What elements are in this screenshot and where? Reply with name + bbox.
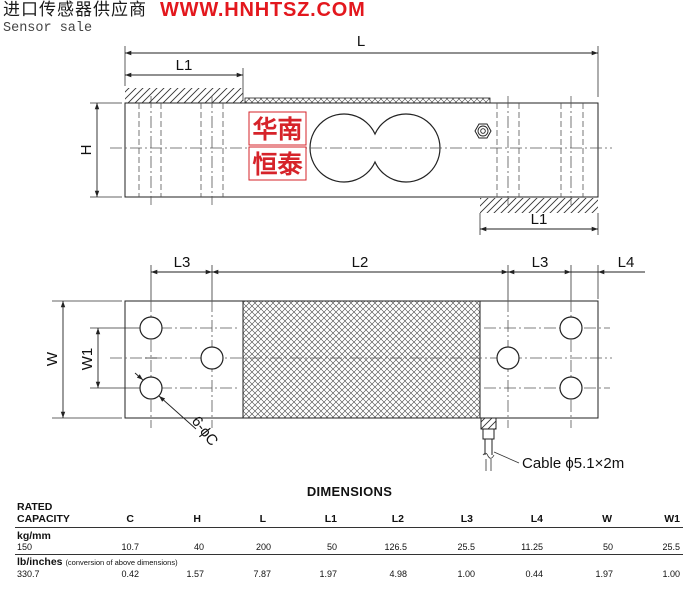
table-rule <box>15 527 683 528</box>
gland-body <box>482 428 495 440</box>
table-header-l4: L4 <box>530 513 543 525</box>
mounting-hole <box>559 316 583 340</box>
cable-break <box>482 452 495 459</box>
side-view: 华南 恒泰 L L1 H L1 <box>78 33 612 235</box>
hidden-hole-lines <box>138 96 584 205</box>
dimension-l1-top: L1 <box>125 57 244 101</box>
table-cell: 7.87 <box>253 569 271 579</box>
table-cell-capacity: 150 <box>17 542 33 552</box>
dimension-chain-top: L3 L2 L3 L4 <box>150 254 645 300</box>
table-cell: 50 <box>326 542 337 552</box>
cable-label: Cable ϕ5.1×2m <box>522 455 624 472</box>
table-header-l: L <box>259 513 266 525</box>
gauge-cover-strip <box>244 97 491 104</box>
capacity-header-line2: CAPACITY <box>17 513 70 525</box>
dim-label-l3-left: L3 <box>174 254 191 271</box>
load-cell-drawing: 华南 恒泰 L L1 H L1 <box>44 33 645 472</box>
unit-label-imperial: lb/inches (conversion of above dimension… <box>17 557 178 568</box>
dimensions-title: DIMENSIONS <box>306 484 393 499</box>
table-cell: 1.00 <box>457 569 475 579</box>
hole-callout-label: 6-ϕC <box>188 413 222 449</box>
table-cell: 25.5 <box>457 542 475 552</box>
stamp-text-bottom: 恒泰 <box>252 150 303 179</box>
dimension-w: W <box>44 300 122 419</box>
table-cell: 10.7 <box>121 542 139 552</box>
cable-nut-side <box>474 123 492 139</box>
table-header-l1: L1 <box>324 513 337 525</box>
table-cell: 40 <box>193 542 204 552</box>
supplier-title: 进口传感器供应商 <box>3 0 147 20</box>
table-cell: 11.25 <box>521 542 543 552</box>
table-header-c: C <box>126 513 134 525</box>
table-header-w: W <box>602 513 612 525</box>
nut-core <box>480 128 486 134</box>
table-header-l2: L2 <box>391 513 404 525</box>
table-cell: 126.5 <box>384 542 407 552</box>
dimension-l: L <box>124 33 599 97</box>
cable-leader <box>493 451 520 464</box>
table-rule <box>15 554 683 555</box>
table-cell: 25.5 <box>662 542 680 552</box>
table-cell: 1.97 <box>595 569 613 579</box>
conversion-note: (conversion of above dimensions) <box>65 558 178 567</box>
dim-label-l2: L2 <box>352 254 369 271</box>
mounting-hole <box>496 346 520 370</box>
cable <box>484 439 493 455</box>
dim-label-l4: L4 <box>618 254 635 271</box>
table-header-l3: L3 <box>460 513 473 525</box>
table-cell-capacity: 330.7 <box>17 569 40 579</box>
table-cell: 200 <box>255 542 271 552</box>
unit-label-metric: kg/mm <box>17 530 51 542</box>
table-cell: 0.42 <box>121 569 139 579</box>
mounting-hole <box>200 346 224 370</box>
stamp-text-top: 华南 <box>252 115 302 144</box>
gland-nut <box>480 417 497 430</box>
top-support-hatch <box>125 88 243 103</box>
mounting-holes <box>139 316 583 400</box>
tagline: Sensor sale <box>3 21 93 36</box>
load-cell-body-side <box>124 102 599 198</box>
table-header-h: H <box>193 513 201 525</box>
table-cell: 0.44 <box>525 569 543 579</box>
website-url: WWW.HNHTSZ.COM <box>160 0 366 21</box>
dim-label-l3-right: L3 <box>532 254 549 271</box>
stamp-box-top <box>248 111 307 146</box>
dim-label-w1: W1 <box>79 348 96 371</box>
capacity-header-line1: RATED <box>17 501 53 513</box>
cable-end <box>485 459 492 471</box>
cable-gland: Cable ϕ5.1×2m <box>480 417 624 472</box>
dimension-h: H <box>78 102 122 198</box>
stamp-box-bottom <box>248 146 307 181</box>
table-cell: 4.98 <box>389 569 407 579</box>
table-cell: 50 <box>602 542 613 552</box>
top-view: L3 L2 L3 L4 W W1 6-ϕC <box>44 254 645 472</box>
table-cell: 1.00 <box>662 569 680 579</box>
dim-label-l1-top: L1 <box>176 57 193 74</box>
table-cell: 1.57 <box>186 569 204 579</box>
mounting-hole <box>559 376 583 400</box>
mounting-hole <box>139 316 163 340</box>
watermark-stamp: 华南 恒泰 <box>248 111 307 181</box>
dim-label-h: H <box>78 145 95 156</box>
bottom-support-hatch <box>480 198 598 213</box>
unit-label-imperial-text: lb/inches <box>17 556 63 568</box>
table-header-w1: W1 <box>664 513 680 525</box>
dimension-l1-bottom: L1 <box>479 211 599 235</box>
table-cell: 1.97 <box>319 569 337 579</box>
protective-cover-mesh <box>242 300 481 419</box>
nut-ring <box>477 125 489 137</box>
dim-label-l: L <box>357 33 365 50</box>
callout-leader <box>158 395 197 430</box>
dim-label-w: W <box>44 351 61 366</box>
callout-leader-back <box>134 372 144 381</box>
mounting-hole <box>139 376 163 400</box>
dim-label-l1-bottom: L1 <box>531 211 548 228</box>
dimension-w1: W1 <box>79 327 140 389</box>
